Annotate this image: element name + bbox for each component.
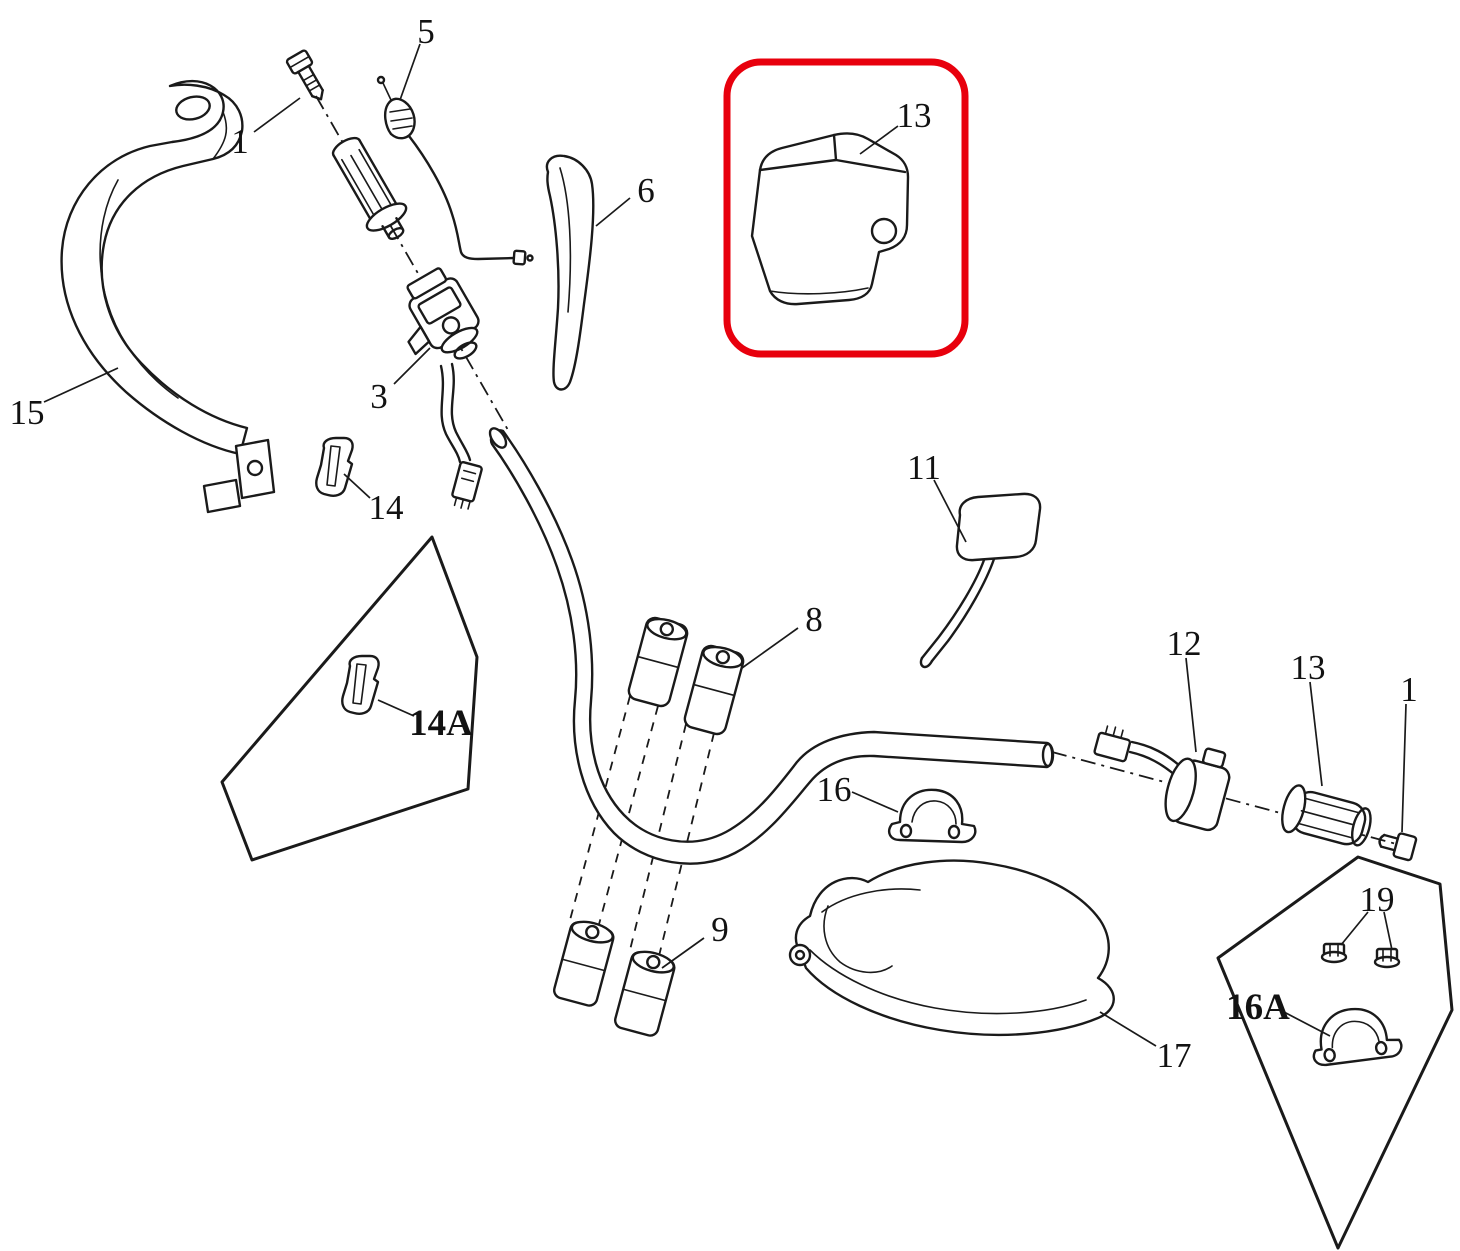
nut-b <box>1373 947 1401 969</box>
leader-lines <box>43 43 1407 1047</box>
highlight-rect <box>723 58 969 358</box>
clamp-lower-b <box>613 950 676 1037</box>
bolt-right <box>1378 832 1418 862</box>
panel-right <box>1216 855 1454 1250</box>
bolt-left <box>285 49 324 101</box>
callout-cover: 13 <box>897 96 932 135</box>
callout-clip-a: 14A <box>409 703 473 744</box>
hand-guard-right <box>788 859 1115 1037</box>
switch-right <box>1093 725 1231 832</box>
bracket-cap-16a <box>1312 1007 1403 1067</box>
lever <box>545 154 595 391</box>
callout-bolt-left: 1 <box>231 122 249 161</box>
callout-bolt-right: 1 <box>1400 670 1418 709</box>
callout-clip: 14 <box>369 488 404 527</box>
callout-grip: 13 <box>1291 648 1326 687</box>
callout-mirror: 11 <box>907 448 941 487</box>
clamp-alignment-dashes <box>569 695 715 961</box>
callout-switch-assembly: 3 <box>370 377 388 416</box>
clamp-upper-b <box>683 644 745 736</box>
callout-clamp-upper: 8 <box>805 600 823 639</box>
clamp-upper-a <box>627 616 689 708</box>
hand-guard-left <box>60 80 276 514</box>
highlight-box[interactable] <box>723 58 969 358</box>
callout-bracket-cap: 16 <box>817 770 852 809</box>
clamp-lower-a <box>552 920 615 1007</box>
nut-a <box>1320 942 1348 964</box>
callout-cable: 5 <box>417 12 435 51</box>
switch-assembly-left <box>406 267 483 510</box>
handlebar <box>488 427 1055 865</box>
callout-clamp-lower: 9 <box>711 910 729 949</box>
callout-hand-guard-right: 17 <box>1157 1036 1192 1075</box>
callout-nuts: 19 <box>1360 880 1395 919</box>
grip-right <box>1281 784 1372 847</box>
callout-bracket-cap-a: 16A <box>1226 987 1290 1028</box>
clip-14a <box>341 654 380 715</box>
bracket-cap-16 <box>888 788 977 844</box>
mirror <box>919 492 1042 669</box>
callout-labels: 1 5 15 3 6 13 14 14A 8 11 16 12 13 1 9 1… <box>10 12 1418 1075</box>
throttle-tube <box>331 136 408 240</box>
panel-left <box>220 535 479 862</box>
callout-switch-right: 12 <box>1167 624 1202 663</box>
callout-lever: 6 <box>637 171 655 210</box>
clip-14 <box>315 436 354 497</box>
cover-13 <box>750 132 910 306</box>
throttle-cable <box>376 75 534 266</box>
callout-hand-guard-left: 15 <box>10 393 45 432</box>
